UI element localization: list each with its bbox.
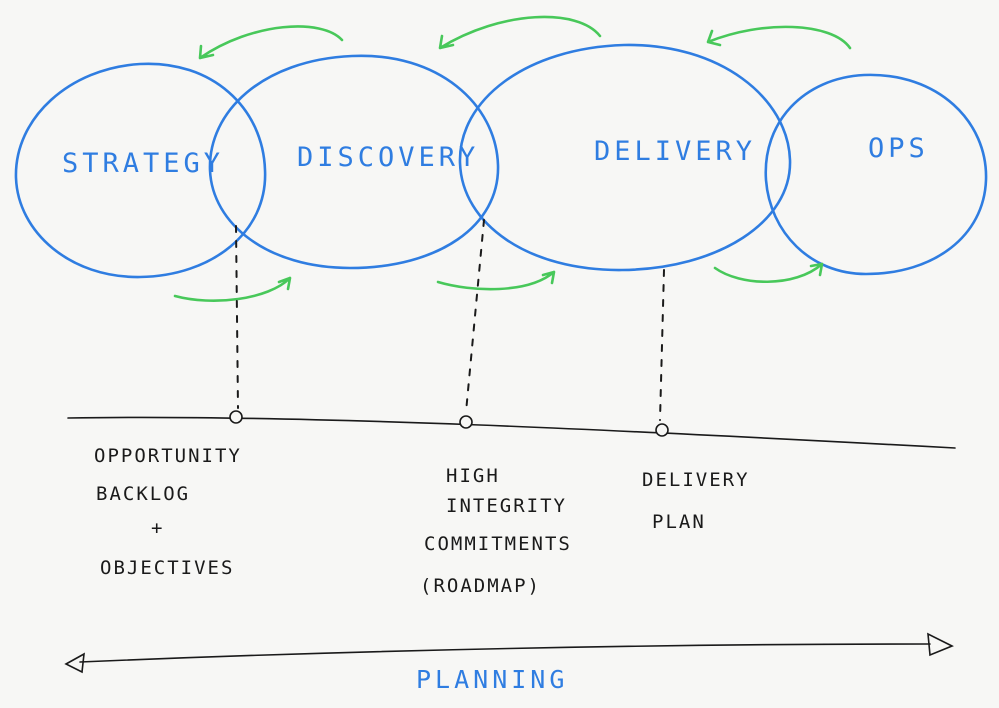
milestone-marker-opportunity xyxy=(229,410,243,424)
handoff-arrow-strategy-to-discovery xyxy=(173,276,292,302)
milestone-marker-delivery-plan xyxy=(655,423,669,437)
milestone-delivery-plan-label: DELIVERY PLAN xyxy=(642,469,750,533)
feedback-arrow-delivery-to-discovery xyxy=(438,15,602,50)
phase-circles xyxy=(14,43,988,279)
milestone-text-line: DELIVERY xyxy=(642,469,750,491)
ops-circle xyxy=(764,73,988,276)
planning-arrow-right-head xyxy=(927,632,954,657)
feedback-arrow-discovery-to-strategy xyxy=(198,25,344,60)
planning-arrow-left-head xyxy=(64,652,85,674)
milestone-marker-commitments xyxy=(459,415,473,429)
milestone-text-line: INTEGRITY xyxy=(446,495,567,517)
milestone-text-line: (ROADMAP) xyxy=(420,575,541,597)
milestone-text-line: HIGH xyxy=(446,465,500,487)
planning-label: PLANNING xyxy=(416,665,568,694)
milestone-text-line: OBJECTIVES xyxy=(100,557,234,579)
connector-strategy-discovery xyxy=(235,225,239,409)
milestone-text-line: PLAN xyxy=(652,511,706,533)
dashed-connectors xyxy=(235,219,665,421)
ops-label: OPS xyxy=(868,133,929,164)
planning-span-arrow xyxy=(64,632,954,674)
delivery-circle xyxy=(458,43,792,272)
milestone-text-line: BACKLOG xyxy=(96,483,190,505)
planning-arrow-line xyxy=(79,643,931,663)
milestone-text-line: + xyxy=(151,517,164,539)
milestone-text-line: COMMITMENTS xyxy=(424,533,572,555)
handoff-arrows xyxy=(173,262,824,302)
delivery-label: DELIVERY xyxy=(594,136,756,167)
handoff-arrow-delivery-to-ops xyxy=(713,262,824,284)
strategy-circle xyxy=(14,62,267,279)
feedback-arrow-ops-to-delivery xyxy=(706,25,852,50)
milestone-text-line: OPPORTUNITY xyxy=(94,445,242,467)
strategy-label: STRATEGY xyxy=(62,148,224,179)
milestone-commitments-label: HIGH INTEGRITY COMMITMENTS (ROADMAP) xyxy=(420,465,572,597)
connector-delivery-plan xyxy=(659,269,665,421)
timeline-line xyxy=(67,416,956,449)
timeline xyxy=(67,410,956,449)
discovery-circle xyxy=(208,54,500,270)
handoff-arrow-discovery-to-delivery xyxy=(436,270,556,291)
milestone-opportunity-label: OPPORTUNITY BACKLOG + OBJECTIVES xyxy=(94,445,242,579)
feedback-arrows xyxy=(198,15,852,60)
phase-labels: STRATEGY DISCOVERY DELIVERY OPS xyxy=(62,133,929,179)
discovery-label: DISCOVERY xyxy=(297,142,479,173)
connector-discovery-delivery xyxy=(465,219,485,413)
